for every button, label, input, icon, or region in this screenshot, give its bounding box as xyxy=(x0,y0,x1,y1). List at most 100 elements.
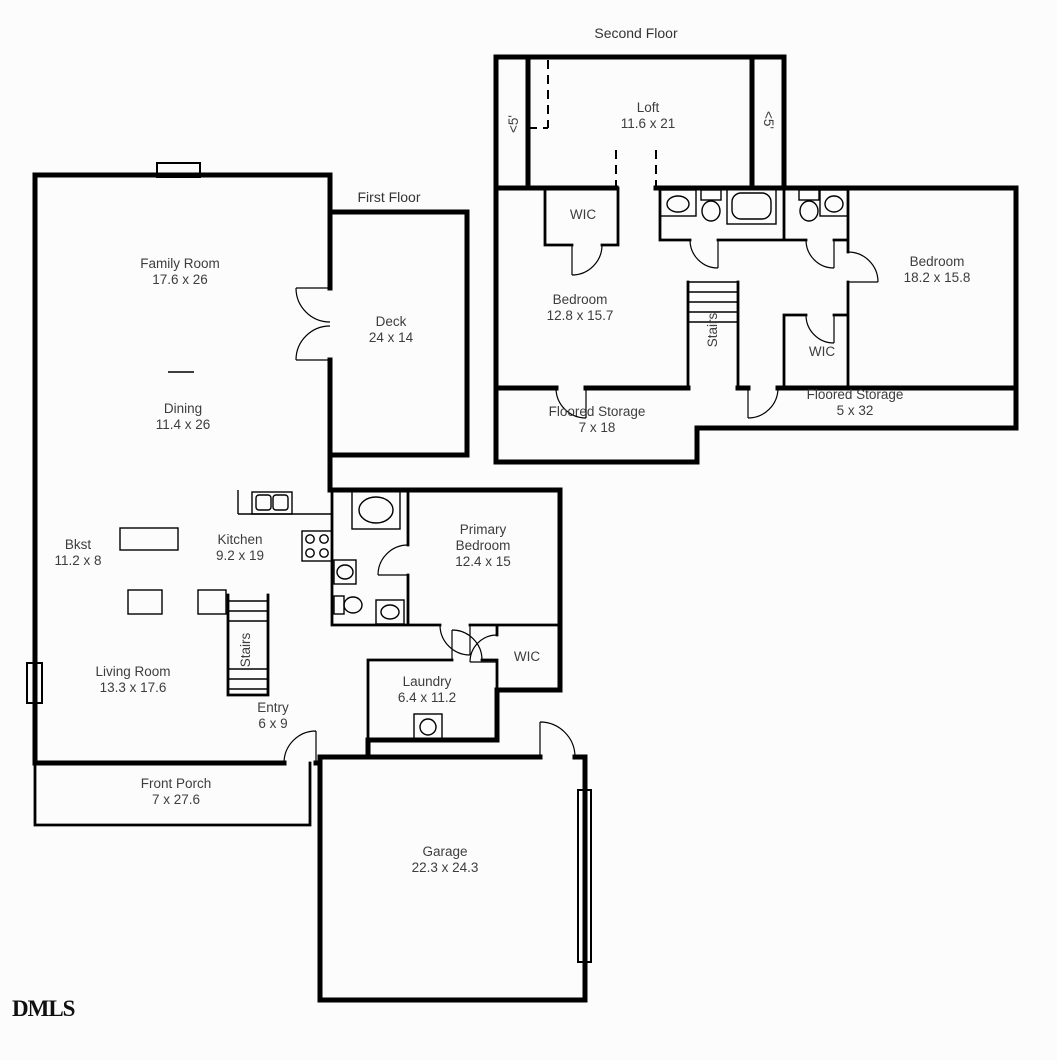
washer-drum-icon xyxy=(419,718,437,736)
toilet-icon xyxy=(799,200,819,222)
room-name: Loft xyxy=(636,100,660,115)
room-label-stairs-first: Stairs xyxy=(238,632,253,668)
vanity-icon xyxy=(375,599,405,625)
room-label-bedroom-right: Bedroom 18.2 x 15.8 xyxy=(904,254,971,286)
room-label-garage: Garage 22.3 x 24.3 xyxy=(412,844,479,876)
door-arcs xyxy=(283,239,879,764)
sink-icon xyxy=(336,564,354,580)
room-dims: 7 x 18 xyxy=(578,420,616,435)
label-knee-wall-right: <5' xyxy=(761,111,776,129)
burner-icon xyxy=(319,548,329,558)
room-dims: 7 x 27.6 xyxy=(151,792,201,807)
room-name: Bedroom xyxy=(552,292,608,307)
room-name: Kitchen xyxy=(217,532,263,547)
breakfast-table xyxy=(119,527,179,551)
bathtub-icon xyxy=(726,187,777,225)
exterior-walls xyxy=(32,54,1019,1003)
room-label-entry: Entry 6 x 9 xyxy=(257,700,289,732)
second-floor-title: Second Floor xyxy=(594,25,678,41)
room-label-laundry: Laundry 6.4 x 11.2 xyxy=(398,674,456,706)
sink-icon xyxy=(666,195,690,213)
room-label-living: Living Room 13.3 x 17.6 xyxy=(95,664,170,696)
toilet-tank-icon xyxy=(333,595,345,615)
cabinet-left xyxy=(127,589,163,615)
room-dims: 6 x 9 xyxy=(258,716,288,731)
room-name: Laundry xyxy=(402,674,452,689)
room-name: Dining xyxy=(163,401,203,416)
bathtub-basin-icon xyxy=(731,192,772,220)
burner-icon xyxy=(305,548,315,558)
room-name: Floored Storage xyxy=(548,404,646,419)
room-label-storage-right: Floored Storage 5 x 32 xyxy=(807,387,904,419)
first-floor-title: First Floor xyxy=(357,189,421,205)
cabinet-right xyxy=(197,589,227,615)
burner-icon xyxy=(305,534,315,544)
room-dims: 12.4 x 15 xyxy=(455,554,511,569)
room-dims: 22.3 x 24.3 xyxy=(411,860,479,875)
vanity-icon xyxy=(819,189,849,217)
room-label-stairs-second: Stairs xyxy=(705,312,720,348)
stair-treads-first xyxy=(228,600,268,690)
room-dims: 9.2 x 19 xyxy=(215,548,265,563)
room-label-dining: Dining 11.4 x 26 xyxy=(156,401,211,433)
room-dims: 6.4 x 11.2 xyxy=(397,690,457,705)
room-dims: 12.8 x 15.7 xyxy=(546,308,614,323)
toilet-tank-icon xyxy=(798,189,820,201)
burner-icon xyxy=(319,534,329,544)
room-name: Living Room xyxy=(95,664,171,679)
room-label-kitchen: Kitchen 9.2 x 19 xyxy=(216,532,264,564)
dashed-ceiling-lines xyxy=(528,60,657,188)
room-name: Primary xyxy=(459,522,507,537)
vanity-icon xyxy=(659,189,697,217)
toilet-icon xyxy=(343,596,363,614)
room-label-deck: Deck 24 x 14 xyxy=(369,314,413,346)
room-dims: 13.3 x 17.6 xyxy=(99,680,167,695)
room-name: Floored Storage xyxy=(806,387,904,402)
room-name: Bkst xyxy=(64,537,92,552)
room-label-storage-left: Floored Storage 7 x 18 xyxy=(549,404,646,436)
room-dims: 5 x 32 xyxy=(836,403,874,418)
toilet-tank-icon xyxy=(700,189,722,201)
door-swings xyxy=(283,239,879,764)
washer-icon xyxy=(413,713,443,741)
room-name: Bedroom xyxy=(455,538,511,553)
first-floor-exterior xyxy=(32,172,588,1003)
room-label-porch: Front Porch 7 x 27.6 xyxy=(141,776,212,808)
room-name: Entry xyxy=(257,700,289,715)
room-dims: 17.6 x 26 xyxy=(152,272,208,287)
room-name: Family Room xyxy=(140,256,220,271)
room-dims: 24 x 14 xyxy=(368,330,414,345)
room-label-family: Family Room 17.6 x 26 xyxy=(140,256,220,288)
kitchen-sink-icon xyxy=(251,491,293,515)
room-label-wic-hall: WIC xyxy=(569,207,597,222)
detail-lines xyxy=(119,281,738,690)
sink-icon xyxy=(824,195,844,213)
room-name: Front Porch xyxy=(140,776,212,791)
loft-dashed-lines xyxy=(528,60,657,188)
tub-basin-icon xyxy=(358,496,394,524)
second-floor-exterior xyxy=(493,54,1019,465)
room-dims: 18.2 x 15.8 xyxy=(903,270,971,285)
stove-icon xyxy=(301,530,333,562)
room-name: Garage xyxy=(422,844,468,859)
shower-icon xyxy=(351,490,401,530)
vanity-icon xyxy=(333,559,357,585)
room-dims: 11.4 x 26 xyxy=(155,417,211,432)
room-name: Bedroom xyxy=(909,254,965,269)
room-label-bkst: Bkst 11.2 x 8 xyxy=(54,537,101,569)
room-label-bedroom-left: Bedroom 12.8 x 15.7 xyxy=(547,292,614,324)
sink-icon xyxy=(380,604,400,620)
room-name: Deck xyxy=(375,314,407,329)
label-knee-wall-left: <5' xyxy=(506,115,521,133)
room-label-wic-right: WIC xyxy=(808,344,836,359)
room-dims: 11.6 x 21 xyxy=(620,116,676,131)
room-label-primary: Primary Bedroom 12.4 x 15 xyxy=(455,522,511,570)
sink-bowl-icon xyxy=(255,494,272,511)
sink-bowl-icon xyxy=(272,494,289,511)
room-dims: 11.2 x 8 xyxy=(54,553,102,568)
dmls-watermark: DMLS xyxy=(12,996,75,1021)
fixtures xyxy=(251,187,849,741)
stair-treads-second xyxy=(688,281,738,323)
